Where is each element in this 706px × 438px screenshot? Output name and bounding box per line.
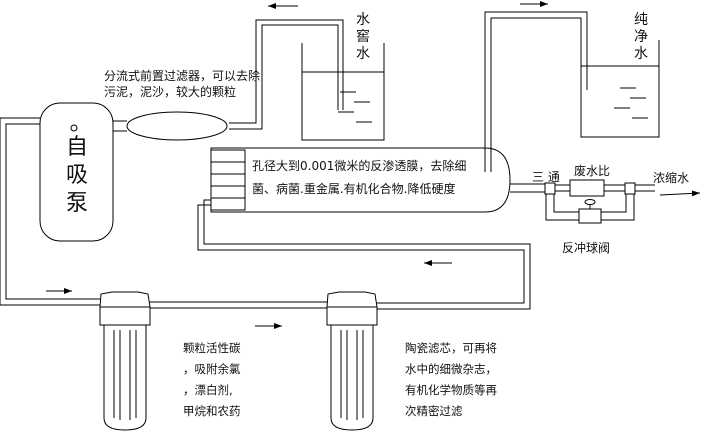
backflush-valve-body	[578, 208, 602, 224]
pre-filter	[126, 111, 228, 141]
pure-water-label: 纯净水	[634, 12, 648, 62]
pipe-ceramic-to-ro	[197, 199, 531, 310]
ro-membrane	[210, 147, 511, 213]
ceramic-desc-3: 有机化学物质等再	[405, 383, 497, 397]
waste-ratio-label: 废水比	[574, 164, 611, 178]
flow-arrows	[46, 1, 701, 329]
tee-label: 三 通	[532, 170, 560, 184]
waste-ratio-valve	[569, 179, 605, 197]
pipe-carbon-to-ceramic	[150, 301, 327, 309]
carbon-desc-3: ，漂白剂,	[183, 383, 233, 397]
self-priming-pump	[39, 102, 114, 242]
concentrate-label: 浓缩水	[653, 171, 690, 185]
ceramic-desc-2: 水中的细微杂志，	[405, 362, 497, 376]
carbon-desc-1: 颗粒活性碳	[183, 341, 241, 355]
pipe-prefilter-to-pump	[113, 120, 127, 132]
prefilter-desc-1: 分流式前置过滤器，可以去除	[104, 69, 261, 83]
ro-desc-2: 菌、病菌.重金属.有机化合物.降低硬度	[252, 182, 456, 196]
carbon-desc-4: 甲烷和农药	[183, 404, 241, 418]
ro-desc-1: 孔径大到0.001微米的反渗透膜，去除细	[252, 159, 467, 173]
ceramic-desc-4: 次精密过滤	[405, 404, 463, 418]
carbon-filter	[99, 291, 151, 431]
suction-pipe	[229, 19, 344, 130]
carbon-desc-2: ，吸附余氯	[183, 362, 241, 376]
water-tank-label: 水窖水	[356, 12, 370, 62]
pure-water-pipe	[484, 11, 588, 172]
pipe-pump-to-carbon	[0, 117, 100, 306]
pump-inlet-port	[70, 124, 78, 132]
pump-label: 自吸泵	[65, 135, 88, 216]
ceramic-filter	[326, 291, 378, 431]
waste-water-assembly	[510, 179, 655, 224]
prefilter-desc-2: 污泥，泥沙，较大的颗粒	[104, 85, 237, 99]
arrow-concentrate	[659, 190, 701, 197]
ceramic-desc-1: 陶瓷滤芯，可再将	[405, 341, 497, 355]
backflush-valve-label: 反冲球阀	[562, 241, 611, 255]
